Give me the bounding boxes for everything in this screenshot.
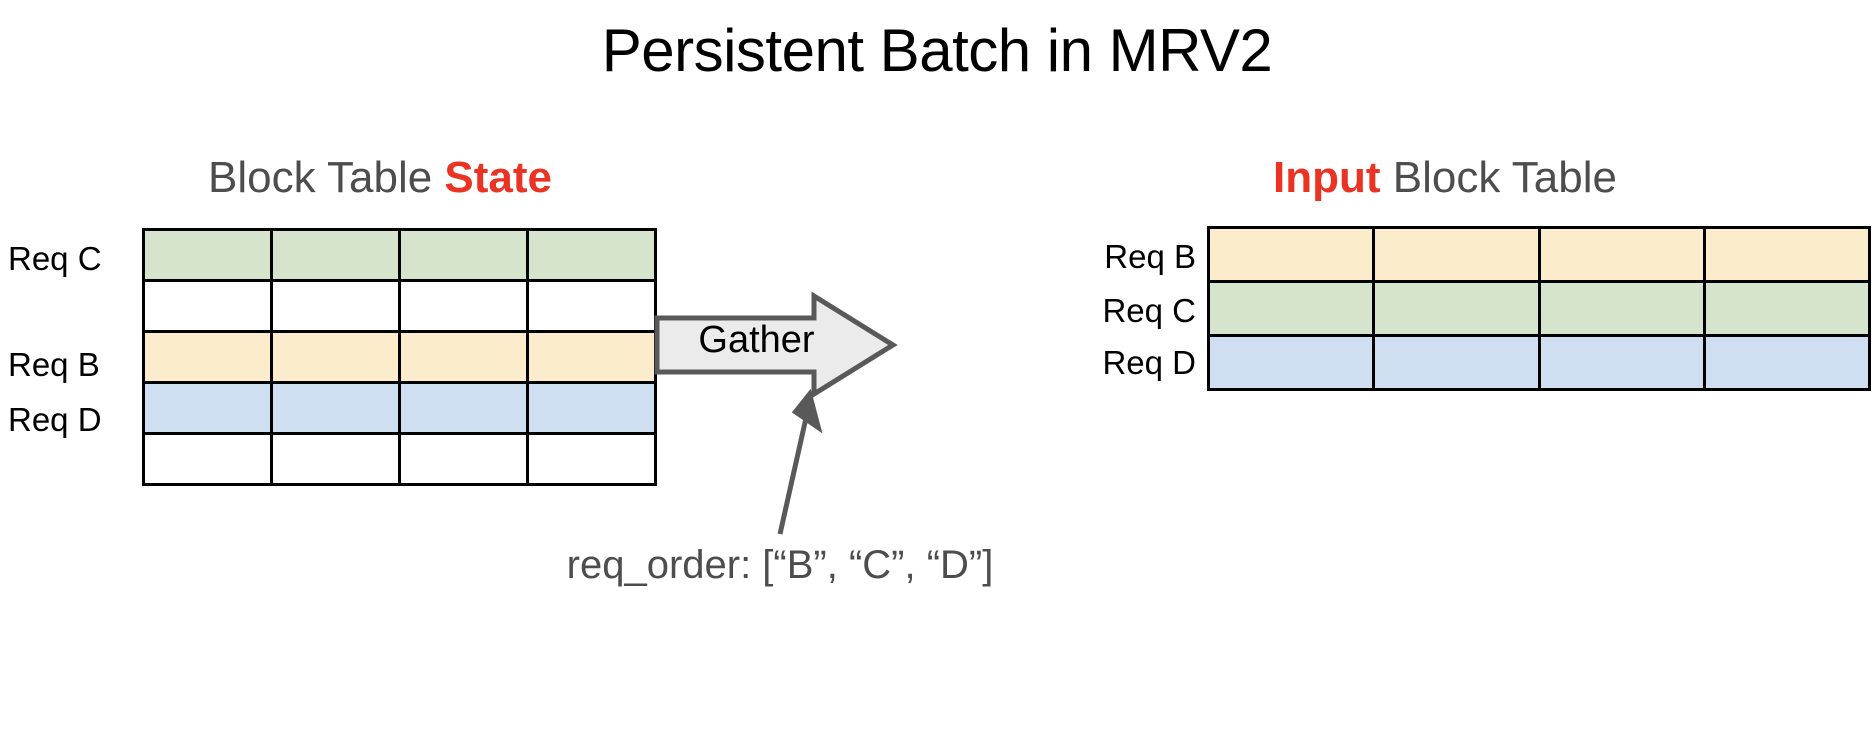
right-panel-heading: Input Block Table	[1030, 152, 1860, 204]
gather-label: Gather	[698, 319, 815, 361]
in-cell-req-c-2	[1537, 280, 1706, 337]
cell-req-d-0	[142, 381, 273, 435]
req-order-pointer-arrow	[740, 386, 870, 536]
cell-req-d-1	[270, 381, 401, 435]
cell-empty2-0	[142, 432, 273, 486]
left-heading-highlight: State	[444, 153, 553, 202]
in-cell-req-b-0	[1206, 226, 1376, 283]
table-row	[1206, 280, 1872, 337]
in-cell-req-b-1	[1372, 226, 1541, 283]
in-cell-req-c-0	[1206, 280, 1376, 337]
table-row	[142, 279, 657, 333]
left-panel-heading: Block Table State	[120, 152, 640, 204]
table-row	[1206, 334, 1872, 391]
cell-req-c-1	[270, 228, 401, 282]
page-title: Persistent Batch in MRV2	[601, 17, 1273, 84]
table-row	[1206, 226, 1872, 283]
in-cell-req-b-3	[1702, 226, 1872, 283]
cell-empty1-3	[526, 279, 657, 333]
cell-req-b-3	[526, 330, 657, 384]
right-heading-highlight: Input	[1273, 153, 1381, 202]
block-table-state	[142, 228, 657, 486]
right-row-label-req-c: Req C	[1102, 292, 1196, 329]
in-cell-req-d-3	[1702, 334, 1872, 391]
cell-empty1-0	[142, 279, 273, 333]
cell-empty2-2	[398, 432, 529, 486]
cell-req-b-0	[142, 330, 273, 384]
cell-req-d-3	[526, 381, 657, 435]
table-row	[142, 381, 657, 435]
in-cell-req-d-2	[1537, 334, 1706, 391]
table-row	[142, 228, 657, 282]
cell-empty2-1	[270, 432, 401, 486]
gather-arrow-shape	[654, 290, 898, 400]
in-cell-req-c-1	[1372, 280, 1541, 337]
right-heading-suffix: Block Table	[1380, 153, 1617, 202]
cell-req-d-2	[398, 381, 529, 435]
cell-req-c-2	[398, 228, 529, 282]
cell-req-b-2	[398, 330, 529, 384]
cell-req-c-0	[142, 228, 273, 282]
cell-req-c-3	[526, 228, 657, 282]
input-block-table	[1206, 226, 1872, 391]
table-row	[142, 330, 657, 384]
right-row-label-req-d: Req D	[1102, 344, 1196, 381]
left-row-label-req-b: Req B	[8, 346, 100, 383]
cell-empty1-2	[398, 279, 529, 333]
left-row-label-req-d: Req D	[8, 401, 102, 438]
right-row-label-req-b: Req B	[1104, 238, 1196, 275]
table-row	[142, 432, 657, 486]
req-order-caption: req_order: [“B”, “C”, “D”]	[566, 543, 994, 587]
cell-empty2-3	[526, 432, 657, 486]
left-row-label-req-c: Req C	[8, 240, 102, 277]
in-cell-req-d-0	[1206, 334, 1376, 391]
cell-empty1-1	[270, 279, 401, 333]
cell-req-b-1	[270, 330, 401, 384]
in-cell-req-d-1	[1372, 334, 1541, 391]
in-cell-req-c-3	[1702, 280, 1872, 337]
in-cell-req-b-2	[1537, 226, 1706, 283]
left-heading-prefix: Block Table	[207, 153, 445, 202]
